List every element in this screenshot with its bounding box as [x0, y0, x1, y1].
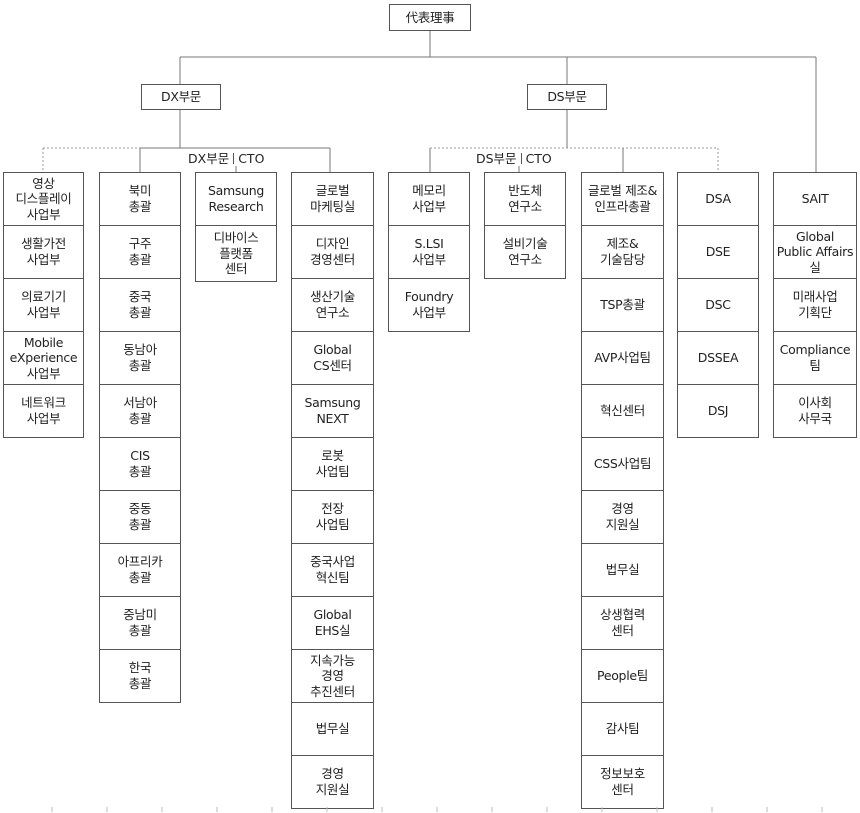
dx-cto-label-division: DX부문 [188, 151, 230, 166]
org-unit: 경영 지원실 [292, 755, 373, 808]
org-unit: Foundry 사업부 [389, 278, 469, 331]
org-unit: 동남아 총괄 [100, 331, 180, 384]
dx-cto-units: Samsung Research 디바이스 플랫폼 센터 [195, 172, 277, 282]
org-unit: DSJ [678, 384, 758, 437]
org-unit: Global EHS실 [292, 596, 373, 649]
org-unit: 경영 지원실 [582, 490, 663, 543]
org-unit: 아프리카 총괄 [100, 543, 180, 596]
org-unit: 지속가능 경영 추진센터 [292, 649, 373, 702]
org-unit: AVP사업팀 [582, 331, 663, 384]
org-unit: 설비기술 연구소 [485, 225, 565, 278]
org-unit: CIS 총괄 [100, 437, 180, 490]
org-unit: 생산기술 연구소 [292, 278, 373, 331]
org-unit: DSC [678, 278, 758, 331]
org-unit: TSP총괄 [582, 278, 663, 331]
org-unit: 중남미 총괄 [100, 596, 180, 649]
org-unit: 반도체 연구소 [485, 172, 565, 225]
org-unit: 상생협력 센터 [582, 596, 663, 649]
ds-regional-offices: DSA DSE DSC DSSEA DSJ [677, 172, 759, 438]
org-unit: 혁신센터 [582, 384, 663, 437]
org-unit: 글로벌 제조& 인프라총괄 [582, 172, 663, 225]
ds-cto-units: 반도체 연구소 설비기술 연구소 [484, 172, 566, 279]
org-unit: Global CS센터 [292, 331, 373, 384]
ds-staff-units: 글로벌 제조& 인프라총괄 제조& 기술담당 TSP총괄 AVP사업팀 혁신센터… [581, 172, 664, 809]
ds-business-units: 메모리 사업부 S.LSI 사업부 Foundry 사업부 [388, 172, 470, 332]
org-unit: 법무실 [582, 543, 663, 596]
org-unit: 감사팀 [582, 702, 663, 755]
ds-division-box: DS부문 [527, 84, 607, 110]
dx-staff-units: 글로벌 마케팅실 디자인 경영센터 생산기술 연구소 Global CS센터 S… [291, 172, 374, 809]
org-unit: 중국 총괄 [100, 278, 180, 331]
ceo-direct-units: SAIT Global Public Affairs 실 미래사업 기획단 Co… [773, 172, 857, 438]
org-unit: 디자인 경영센터 [292, 225, 373, 278]
org-unit: 정보보호 센터 [582, 755, 663, 808]
dx-cto-label: DX부문 CTO [186, 151, 267, 166]
org-unit: Samsung Research [196, 172, 276, 225]
org-unit: 글로벌 마케팅실 [292, 172, 373, 225]
org-unit: 로봇 사업팀 [292, 437, 373, 490]
org-unit: 미래사업 기획단 [774, 278, 856, 331]
org-unit: DSSEA [678, 331, 758, 384]
bottom-tick-marks [51, 807, 823, 812]
ceo-box: 代表理事 [389, 4, 471, 31]
org-unit: 영상 디스플레이 사업부 [4, 172, 83, 225]
org-unit: 한국 총괄 [100, 649, 180, 702]
org-unit: 제조& 기술담당 [582, 225, 663, 278]
org-unit: Mobile eXperience 사업부 [4, 331, 83, 384]
dx-division-box: DX부문 [141, 84, 221, 110]
org-unit: 메모리 사업부 [389, 172, 469, 225]
org-unit: S.LSI 사업부 [389, 225, 469, 278]
org-unit: 의료기기 사업부 [4, 278, 83, 331]
org-unit: 생활가전 사업부 [4, 225, 83, 278]
org-unit: DSA [678, 172, 758, 225]
org-unit: 북미 총괄 [100, 172, 180, 225]
org-unit: People팀 [582, 649, 663, 702]
org-unit: Compliance 팀 [774, 331, 856, 384]
dx-cto-label-cto: CTO [238, 151, 265, 166]
dx-business-units: 영상 디스플레이 사업부 생활가전 사업부 의료기기 사업부 Mobile eX… [3, 172, 84, 438]
ds-cto-label-cto: CTO [525, 151, 552, 166]
org-unit: 중국사업 혁신팀 [292, 543, 373, 596]
org-unit: CSS사업팀 [582, 437, 663, 490]
org-unit: 법무실 [292, 702, 373, 755]
org-unit: DSE [678, 225, 758, 278]
org-unit: 디바이스 플랫폼 센터 [196, 225, 276, 281]
org-unit: SAIT [774, 172, 856, 225]
org-unit: 서남아 총괄 [100, 384, 180, 437]
org-unit: Samsung NEXT [292, 384, 373, 437]
ds-cto-label-division: DS부문 [476, 151, 517, 166]
org-unit: 전장 사업팀 [292, 490, 373, 543]
org-unit: 네트워크 사업부 [4, 384, 83, 437]
org-unit: 구주 총괄 [100, 225, 180, 278]
org-unit: Global Public Affairs 실 [774, 225, 856, 278]
org-unit: 이사회 사무국 [774, 384, 856, 437]
org-unit: 중동 총괄 [100, 490, 180, 543]
dx-regional-offices: 북미 총괄 구주 총괄 중국 총괄 동남아 총괄 서남아 총괄 CIS 총괄 중… [99, 172, 181, 703]
ds-cto-label: DS부문 CTO [474, 152, 554, 166]
